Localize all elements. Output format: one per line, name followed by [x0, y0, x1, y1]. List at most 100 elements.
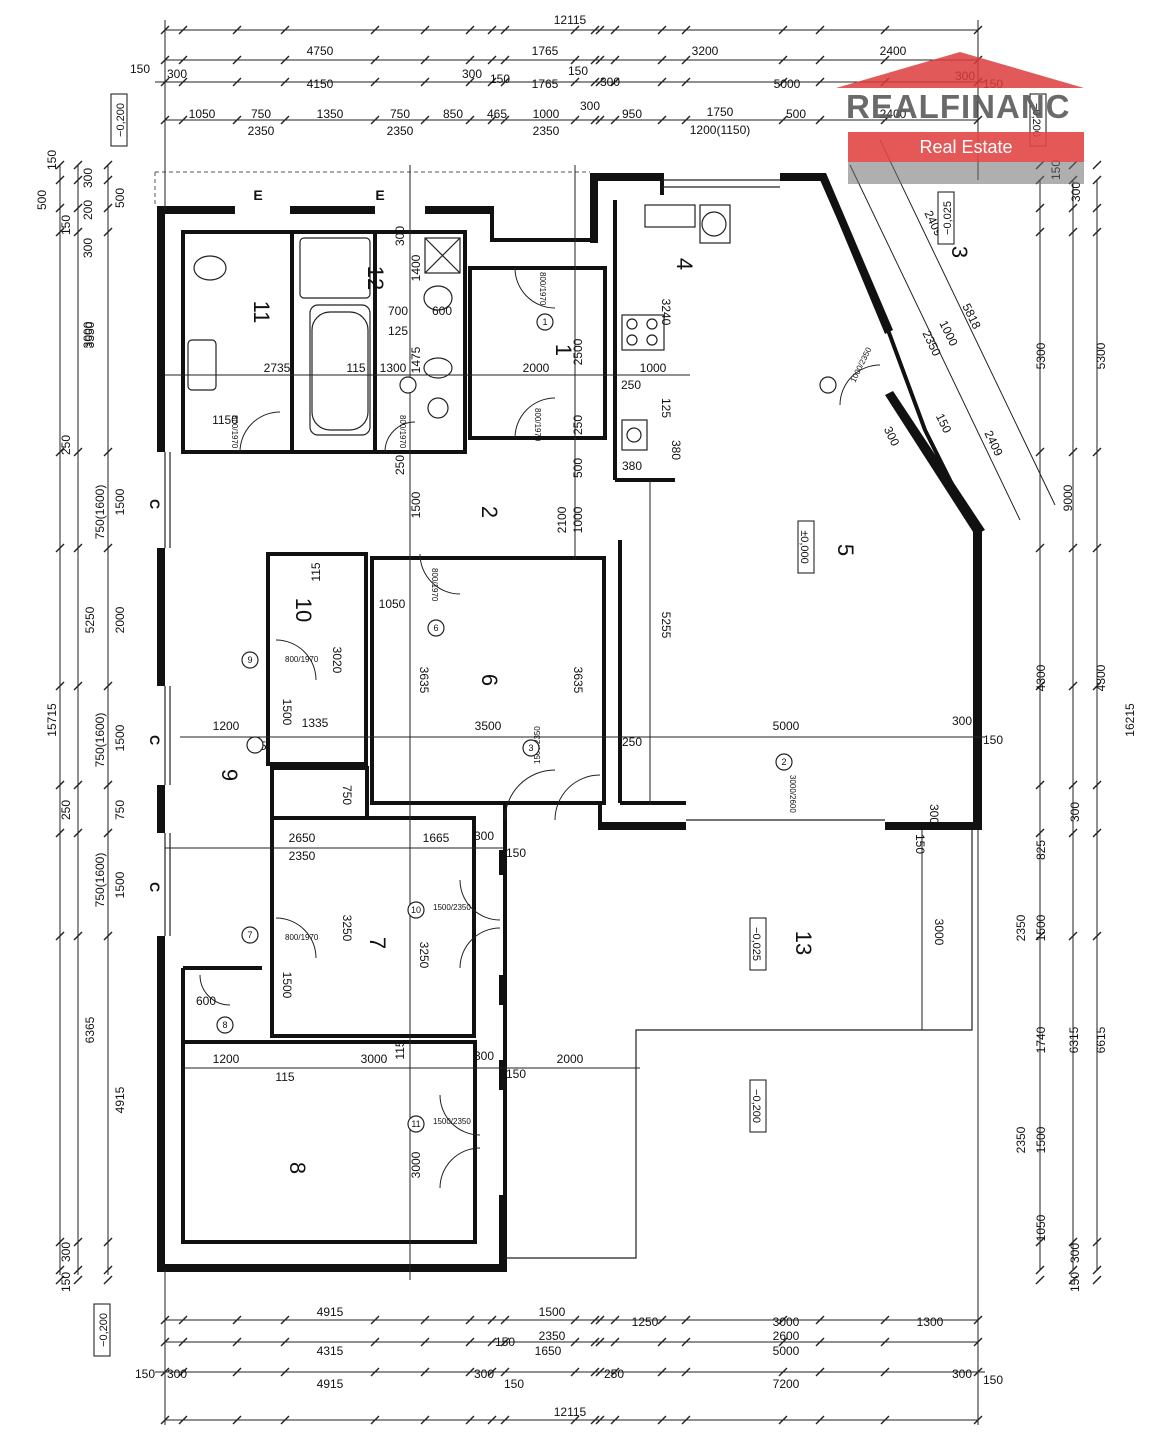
- dim-int-49: 1665: [423, 831, 450, 845]
- dimension-tick: [778, 55, 788, 65]
- dim-int-10: 2000: [523, 361, 550, 375]
- dimension-tick: [570, 1367, 580, 1377]
- dim-bot-r4-1: 300: [167, 1367, 187, 1381]
- dim-bot-r5-0: 4915: [317, 1377, 344, 1391]
- dim-top-r2-6: 150: [568, 64, 588, 78]
- dimension-tick: [1035, 227, 1045, 237]
- dimension-tick: [55, 681, 65, 691]
- dim-right-overall: 16215: [1123, 703, 1137, 737]
- dim-int-65: 150: [913, 834, 927, 854]
- room-number-11: 11: [249, 301, 274, 324]
- svg-text:9: 9: [247, 655, 252, 665]
- dim-bot-r1-3: 3000: [773, 1315, 800, 1329]
- dim-bot-r3-1: 1650: [535, 1344, 562, 1358]
- door-label-2: 800/1970: [538, 272, 547, 306]
- dimension-tick: [973, 115, 983, 125]
- dim-int-36: 300: [952, 714, 972, 728]
- dimension-tick: [681, 1337, 691, 1347]
- dim-int-45: 300: [881, 424, 903, 448]
- dim-bot-r2-2: 2600: [773, 1329, 800, 1343]
- room-number-6: 6: [477, 674, 502, 686]
- dimension-tick: [1068, 1237, 1078, 1247]
- dimension-tick: [232, 1367, 242, 1377]
- dim-int-47: 2650: [289, 831, 316, 845]
- dim-bot-r1-1: 1500: [539, 1305, 566, 1319]
- svg-text:10: 10: [411, 905, 421, 915]
- door-marker-6: 9: [241, 651, 259, 669]
- level-marker-5: −0,200: [749, 1079, 767, 1133]
- dimension-tick: [1035, 828, 1045, 838]
- dimension-tick: [178, 1367, 188, 1377]
- logo-tagline: Real Estate: [848, 132, 1084, 162]
- dimension-tick: [103, 828, 113, 838]
- dimension-tick: [55, 160, 65, 170]
- dimension-tick: [103, 1237, 113, 1247]
- dim-int-9: 300: [393, 226, 407, 246]
- dimension-tick: [487, 1337, 497, 1347]
- dim-int-31: 1200: [213, 719, 240, 733]
- dimension-tick: [232, 1415, 242, 1425]
- dim-left-r2-0: 300: [81, 168, 95, 188]
- dimension-tick: [590, 1367, 600, 1377]
- dim-int-0: 2735: [264, 361, 291, 375]
- dimension-tick: [487, 1415, 497, 1425]
- dimension-tick: [465, 25, 475, 35]
- dimension-tick: [595, 1367, 605, 1377]
- dim-right-r2-6: 1500: [1034, 1126, 1048, 1153]
- dimension-tick: [73, 203, 83, 213]
- dimension-tick: [973, 25, 983, 35]
- dimension-tick: [1092, 1275, 1102, 1285]
- svg-text:7: 7: [247, 930, 252, 940]
- dim-int-46: 750: [340, 785, 354, 805]
- dim-bot-r2-0: 150: [495, 1335, 515, 1349]
- dim-left-r2-5: 750(1600): [93, 485, 107, 540]
- dimension-tick: [1092, 1265, 1102, 1275]
- dim-int-1: 1150: [212, 413, 238, 427]
- door-marker-11: [246, 736, 264, 754]
- dimension-tick: [1068, 447, 1078, 457]
- room-number-3: 3: [947, 246, 972, 258]
- dimension-tick: [420, 1415, 430, 1425]
- dimension-tick: [103, 175, 113, 185]
- dimension-tick: [103, 543, 113, 553]
- dimension-tick: [681, 77, 691, 87]
- dimension-tick: [280, 1337, 290, 1347]
- dimension-tick: [280, 55, 290, 65]
- dimension-tick: [160, 115, 170, 125]
- realfinanc-logo: REALFINANC Real Estate: [836, 52, 1084, 184]
- dimension-tick: [681, 55, 691, 65]
- dimension-tick: [815, 1315, 825, 1325]
- dimension-tick: [1068, 1265, 1078, 1275]
- dimension-tick: [815, 25, 825, 35]
- dimension-tick: [1092, 681, 1102, 691]
- dimension-tick: [570, 1315, 580, 1325]
- dimension-tick: [880, 1367, 890, 1377]
- dimension-tick: [657, 1337, 667, 1347]
- dim-int-55: 600: [196, 994, 216, 1008]
- dimension-tick: [880, 1315, 890, 1325]
- dim-top-1: 4750: [307, 44, 334, 58]
- dim-bot-r4-4: 250: [604, 1367, 624, 1381]
- dim-int-30: 1500: [280, 699, 294, 726]
- dim-int-16: 380: [669, 440, 683, 460]
- dimension-tick: [1068, 931, 1078, 941]
- dim-top-r3-9: 1750: [707, 105, 734, 119]
- dim-int-28: 3020: [330, 647, 344, 674]
- dimension-tick: [590, 1415, 600, 1425]
- window-mark-c2: C: [147, 735, 163, 745]
- svg-text:2: 2: [781, 757, 786, 767]
- dimension-tick: [778, 1367, 788, 1377]
- svg-text:−0,025: −0,025: [942, 201, 954, 235]
- dimension-tick: [681, 1415, 691, 1425]
- dim-top-3: 3200: [692, 44, 719, 58]
- dim-int-5: 700: [388, 304, 408, 318]
- dim-left-top-1: 500: [35, 190, 49, 210]
- dimension-tick: [73, 447, 83, 457]
- dimension-tick: [55, 780, 65, 790]
- dimension-tick: [420, 1315, 430, 1325]
- dim-top-r3-3: 750: [390, 107, 410, 121]
- dimension-tick: [1068, 543, 1078, 553]
- dimension-tick: [103, 1275, 113, 1285]
- dimension-tick: [657, 1315, 667, 1325]
- dim-left-r2-4: 3000: [81, 321, 95, 348]
